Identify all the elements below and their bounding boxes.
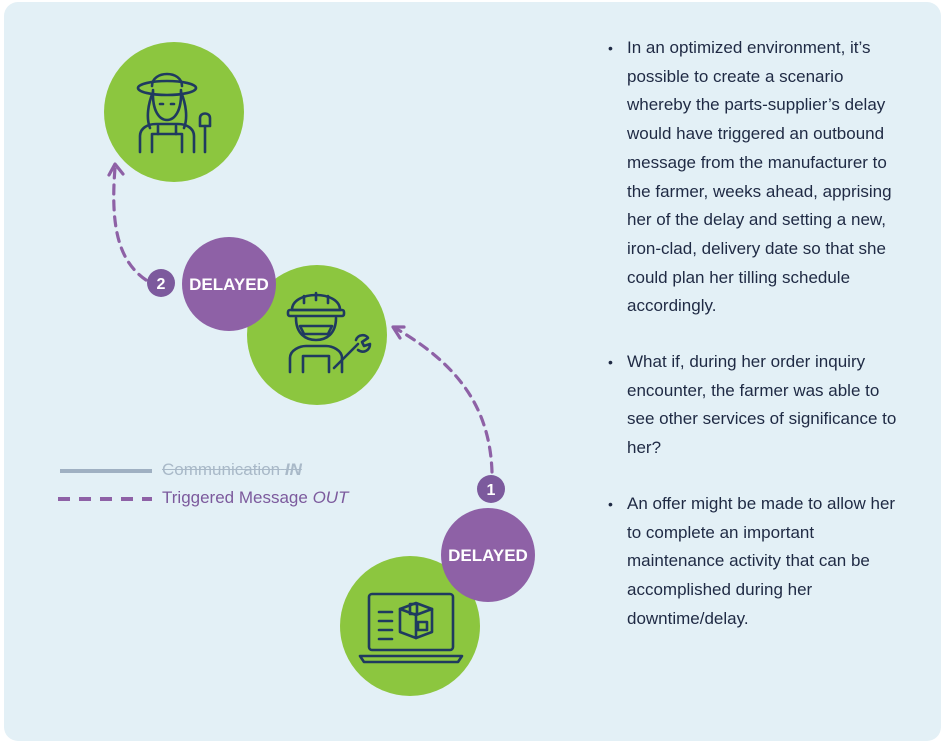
mechanic-node [247, 265, 387, 405]
laptop-package-icon [358, 592, 464, 664]
legend-in-label: Communication IN [162, 460, 302, 480]
bullet-text: What if, during her order inquiry encoun… [627, 352, 897, 458]
mechanic-icon [286, 291, 372, 374]
arrow-step-2 [112, 166, 148, 282]
bullet-dot-icon: • [608, 354, 613, 371]
legend-out-emphasis: OUT [312, 488, 349, 507]
delayed-badge-step-1: DELAYED [441, 508, 535, 602]
delayed-label-step-1: DELAYED [448, 546, 528, 565]
bullet-item: • In an optimized environment, it’s poss… [608, 34, 908, 321]
delayed-label-step-2: DELAYED [189, 275, 269, 294]
farmer-node [104, 42, 244, 182]
farmer-icon [136, 72, 212, 154]
bullet-text: An offer might be made to allow her to c… [627, 493, 896, 628]
legend-out-text: Triggered Message [162, 488, 308, 507]
bullet-text: In an optimized environment, it’s possib… [627, 38, 892, 316]
supplier-node [340, 556, 480, 696]
bullet-list: • In an optimized environment, it’s poss… [608, 34, 908, 633]
step-2-marker: 2 [147, 269, 175, 297]
arrow-step-1-head [391, 325, 406, 340]
bullet-item: • What if, during her order inquiry enco… [608, 348, 908, 463]
legend-out-label: Triggered Message OUT [162, 488, 348, 508]
arrow-step-1 [393, 326, 494, 474]
arrow-step-2-head [107, 162, 125, 177]
step-1-marker: 1 [477, 475, 505, 503]
legend-in-emphasis: IN [284, 460, 302, 479]
step-2-number: 2 [157, 276, 166, 293]
step-1-number: 1 [487, 482, 496, 499]
delayed-badge-step-2: DELAYED [182, 237, 276, 331]
legend-in-text: Communication [162, 460, 281, 479]
bullet-dot-icon: • [608, 495, 613, 512]
bullet-item: • An offer might be made to allow her to… [608, 490, 908, 634]
bullet-dot-icon: • [608, 40, 613, 56]
